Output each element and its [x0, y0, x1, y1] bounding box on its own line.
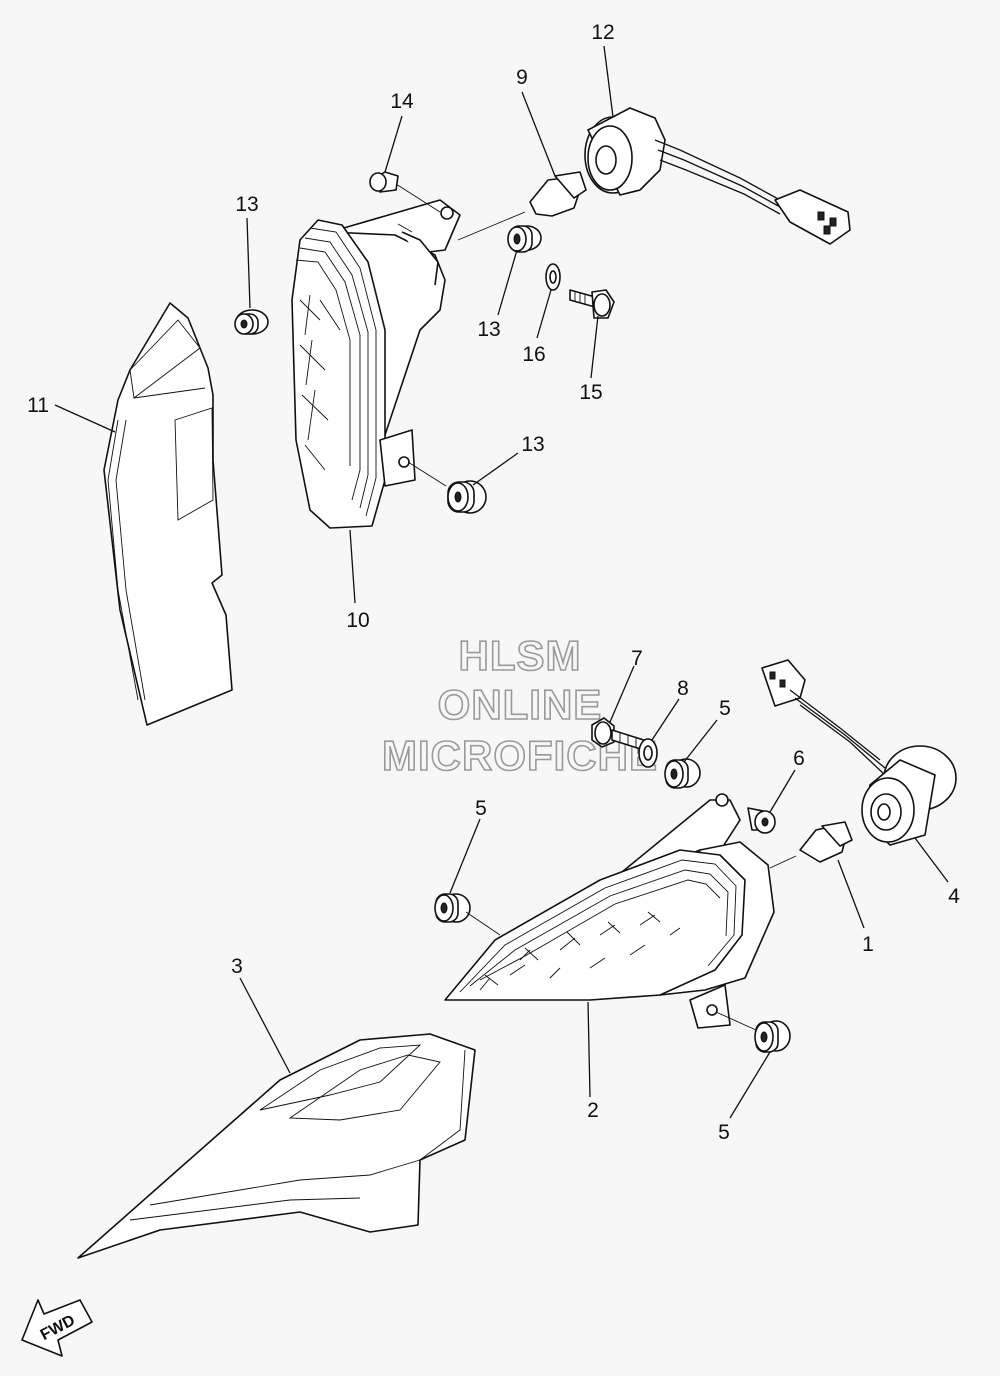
part-5-grommet-b: [434, 893, 501, 936]
callout-1: 1: [862, 933, 874, 956]
callout-7: 7: [631, 647, 643, 670]
callout-2: 2: [587, 1099, 599, 1122]
callout-numbers: 12 9 14 13 13 16 15 11 13 10 7 8 5 6 4 5…: [27, 21, 960, 1144]
callout-15: 15: [579, 381, 602, 404]
callout-10: 10: [346, 609, 369, 632]
part-2-lens-housing: [444, 793, 775, 1031]
callout-12: 12: [591, 21, 614, 44]
part-13-grommet-c: [407, 461, 487, 514]
callout-11: 11: [27, 394, 49, 417]
callout-5-b: 5: [475, 797, 487, 820]
callout-5-a: 5: [719, 697, 731, 720]
callout-13-c: 13: [521, 433, 544, 456]
callout-9: 9: [516, 66, 528, 89]
watermark: HLSM ONLINE MICROFICHE: [381, 631, 658, 780]
part-15-screw: [569, 289, 615, 319]
part-14-pin: [369, 171, 441, 213]
part-6-collar: [747, 807, 776, 834]
callout-16: 16: [522, 343, 545, 366]
part-16-washer: [545, 263, 561, 291]
part-8-washer: [638, 738, 658, 768]
callout-4: 4: [948, 885, 960, 908]
part-13-grommet-b: [507, 225, 542, 253]
fwd-arrow: FWD: [21, 1299, 93, 1357]
part-1-bulb: [769, 821, 853, 869]
part-9-bulb: [457, 171, 587, 241]
part-12-socket-harness: [584, 107, 851, 245]
part-10-lens-housing: [291, 199, 461, 529]
part-5-grommet-c: [754, 1020, 791, 1053]
part-5-grommet-a: [664, 758, 701, 789]
part-13-grommet-a: [234, 309, 269, 335]
part-4-socket-harness: [761, 659, 957, 846]
watermark-line2: ONLINE: [438, 681, 603, 728]
callout-13-a: 13: [235, 193, 258, 216]
callout-13-b: 13: [477, 318, 500, 341]
callout-3: 3: [231, 955, 243, 978]
part-3-cover: [77, 1033, 476, 1259]
leader-lines: [54, 45, 949, 1119]
watermark-line1: HLSM: [459, 632, 582, 679]
callout-14: 14: [390, 90, 414, 113]
callout-8: 8: [677, 677, 689, 700]
part-11-cover: [103, 302, 233, 726]
callout-6: 6: [793, 747, 805, 770]
callout-5-c: 5: [718, 1121, 730, 1144]
